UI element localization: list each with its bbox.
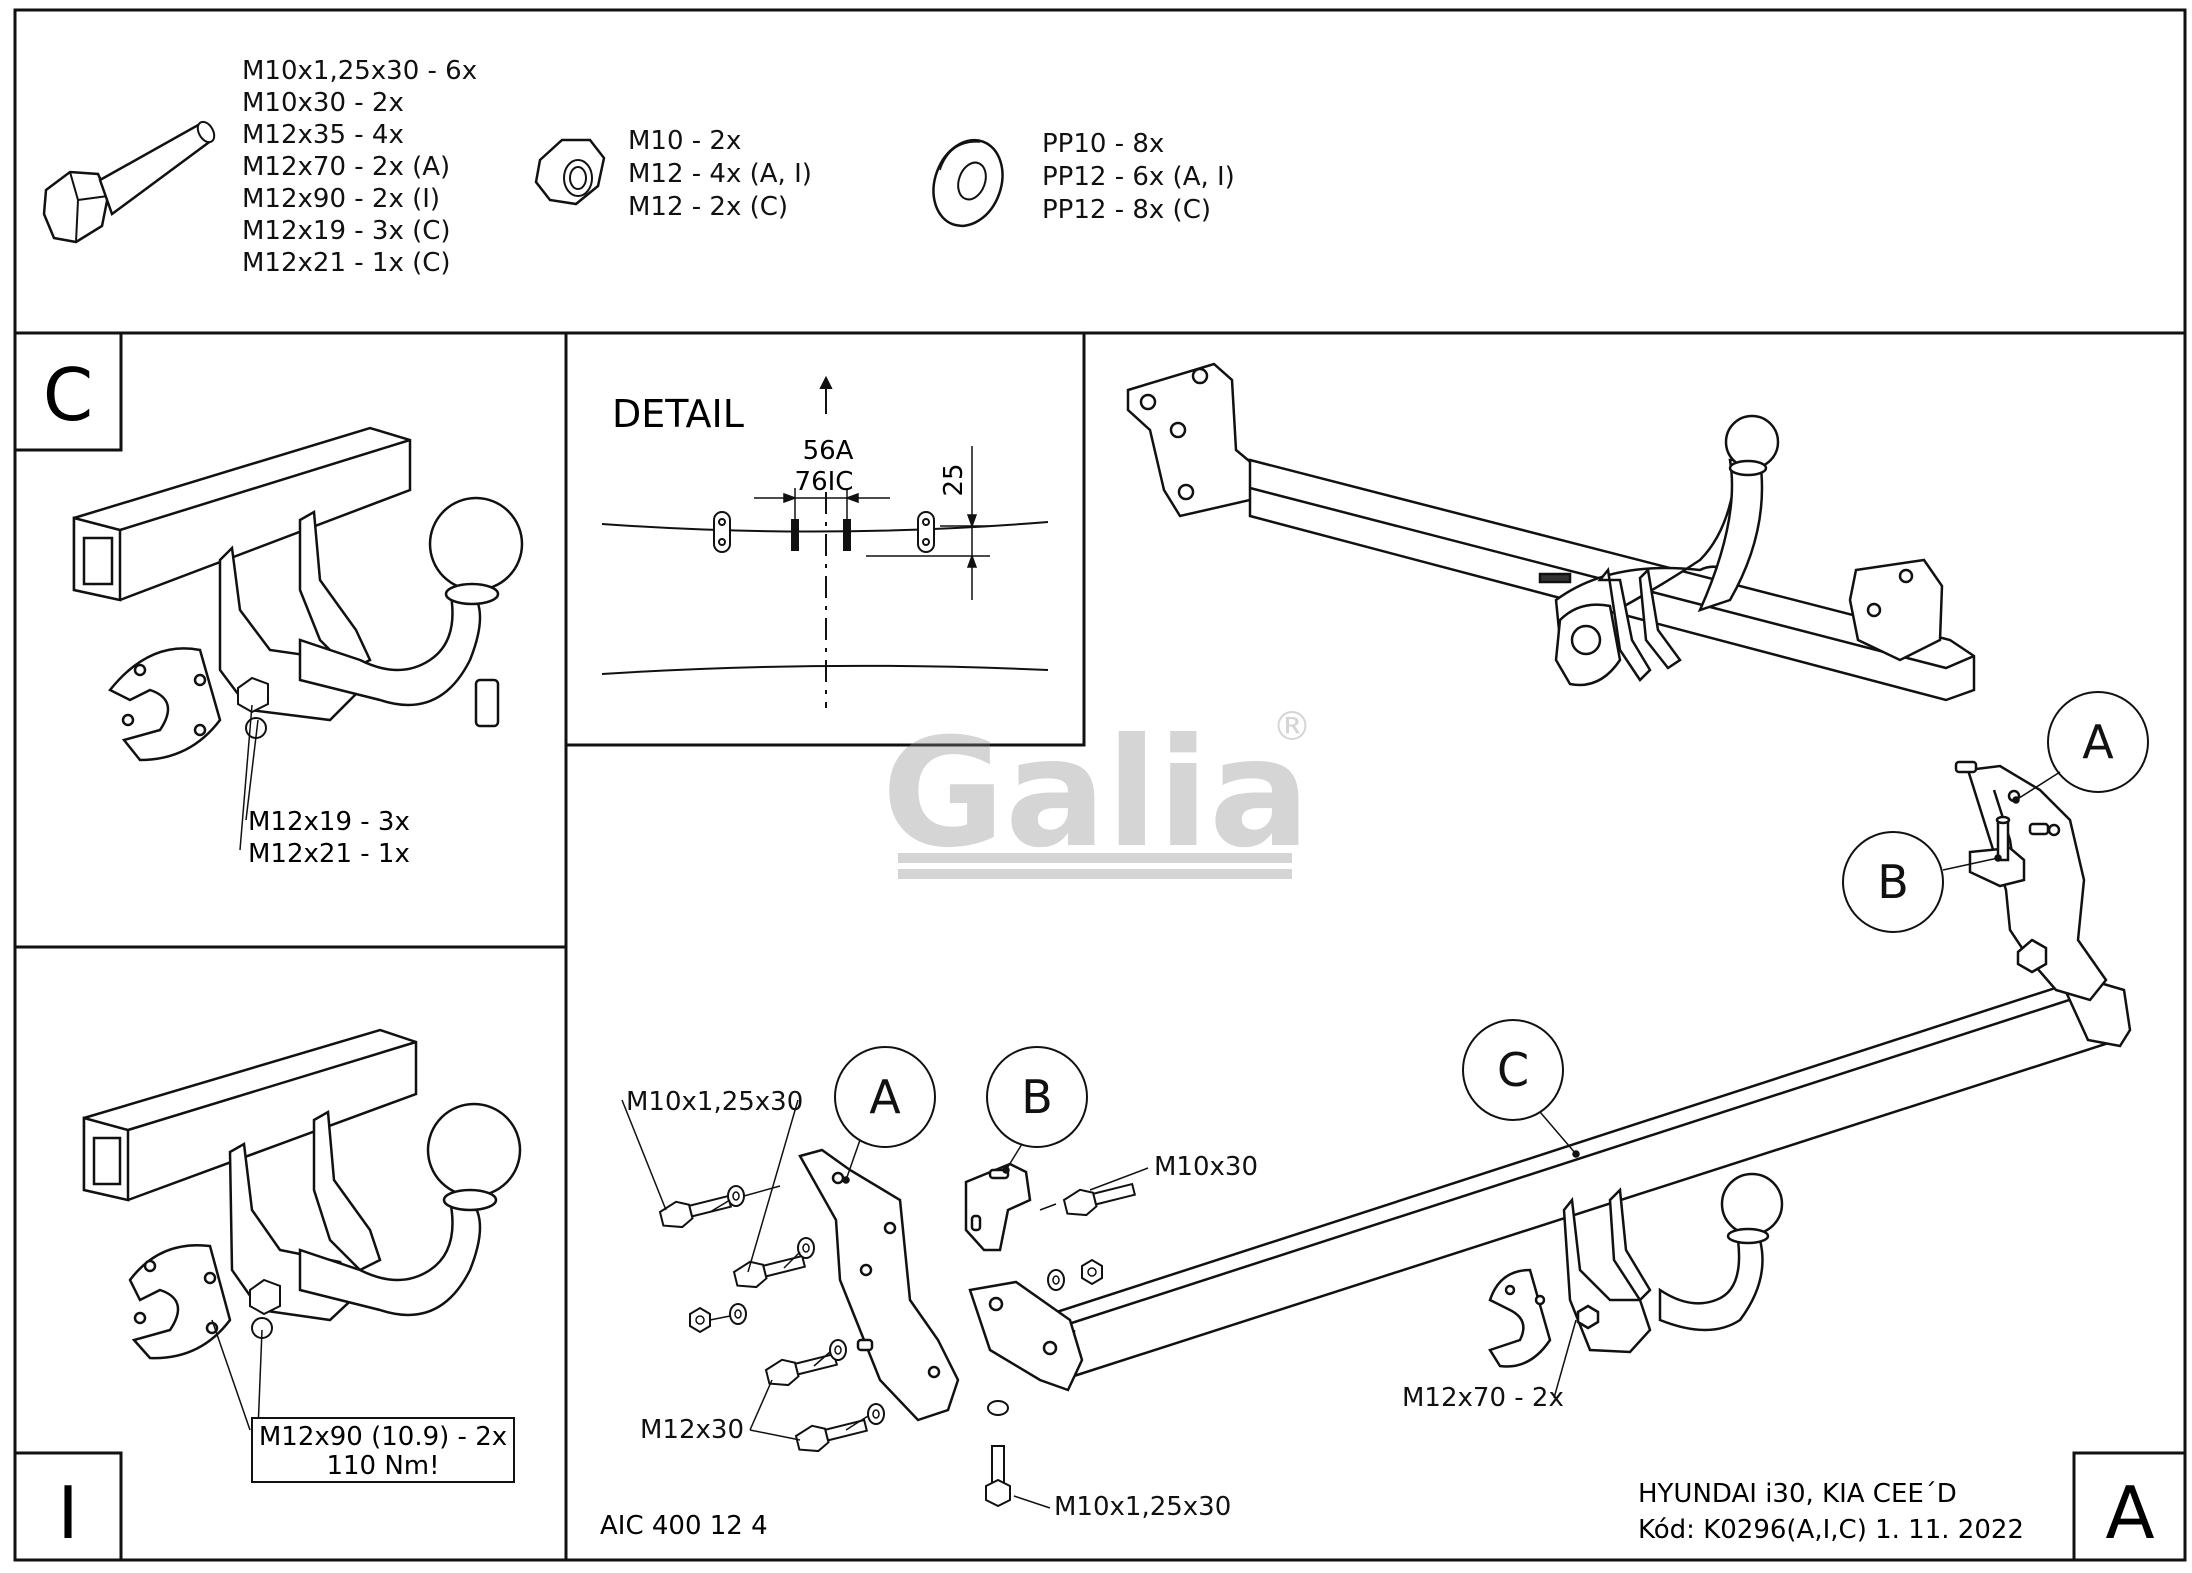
detail-dim-v: 25 bbox=[939, 463, 969, 496]
panel-i-letter-box bbox=[13, 1451, 123, 1562]
panel-i-label: M12x90 (10.9) - 2x bbox=[259, 1422, 507, 1452]
nut-spec: M12 - 4x (A, I) bbox=[628, 159, 812, 189]
panel-i-torque-box bbox=[251, 1417, 515, 1483]
detail-dim-a: 56A bbox=[803, 436, 854, 466]
callout-circle-b-left bbox=[986, 1046, 1088, 1148]
bolt-spec: M10x30 - 2x bbox=[242, 88, 404, 118]
watermark-reg: ® bbox=[1272, 704, 1312, 750]
hardware-bolt-list: M10x1,25x30 - 6x M10x30 - 2x M12x35 - 4x… bbox=[242, 56, 477, 278]
footer-letter: A bbox=[2105, 1471, 2154, 1555]
hardware-bolt-icon bbox=[42, 120, 216, 244]
footer-kod: Kód: K0296(A,I,C) 1. 11. 2022 bbox=[1638, 1515, 2024, 1545]
detail-arrow-up bbox=[819, 375, 833, 414]
washer-spec: PP12 - 8x (C) bbox=[1042, 195, 1211, 225]
panel-i-label: 110 Nm! bbox=[326, 1451, 439, 1481]
callout-a-left: A bbox=[869, 1070, 901, 1124]
bolt-spec: M12x70 - 2x (A) bbox=[242, 152, 450, 182]
washer-spec: PP10 - 8x bbox=[1042, 129, 1164, 159]
detail-holes bbox=[713, 511, 935, 553]
detail-dim-ic: 76IC bbox=[795, 467, 854, 497]
label-m12x70: M12x70 - 2x bbox=[1402, 1383, 1564, 1413]
exploded-left-bracket bbox=[798, 1148, 960, 1422]
bolt-spec: M12x35 - 4x bbox=[242, 120, 404, 150]
detail-dim-vertical bbox=[866, 446, 990, 600]
panel-c-ball-neck bbox=[298, 496, 524, 728]
nut-spec: M12 - 2x (C) bbox=[628, 192, 788, 222]
exploded-end-plate bbox=[968, 1280, 1084, 1392]
nut-spec: M10 - 2x bbox=[628, 126, 741, 156]
washer-spec: PP12 - 6x (A, I) bbox=[1042, 162, 1235, 192]
callout-circle-a-top bbox=[2047, 691, 2149, 793]
panel-c-crossbar bbox=[72, 426, 412, 602]
callout-circle-c-mid bbox=[1462, 1019, 1564, 1121]
footer-letter-box bbox=[2072, 1451, 2187, 1562]
assembled-towbar bbox=[1126, 362, 1976, 702]
panel-c: C M12x19 - 3x M12x2 bbox=[13, 331, 524, 869]
callout-a-top: A bbox=[2082, 715, 2114, 769]
detail-panel: DETAIL 56A 76IC bbox=[601, 375, 1049, 708]
bolt-spec: M10x1,25x30 - 6x bbox=[242, 56, 477, 86]
exploded-right-bracket bbox=[1954, 760, 2108, 1002]
hardware-nut-icon bbox=[534, 138, 606, 206]
bolt-spec: M12x19 - 3x (C) bbox=[242, 216, 451, 246]
bolt-spec: M12x21 - 1x (C) bbox=[242, 248, 451, 278]
panel-i-leaders bbox=[211, 1319, 263, 1431]
watermark-bar bbox=[898, 869, 1292, 879]
callout-leaders bbox=[621, 771, 2061, 1509]
callout-letters: A B A B C bbox=[869, 715, 2114, 1124]
footer-vehicle: HYUNDAI i30, KIA CEE´D bbox=[1638, 1479, 1957, 1509]
panel-c-flange bbox=[108, 647, 222, 762]
panel-i: M12x90 (10.9) - 2x 110 Nm! I bbox=[13, 1028, 522, 1562]
panel-i-ball-neck bbox=[298, 1102, 522, 1317]
exploded-ball-assembly bbox=[1488, 1172, 1784, 1368]
detail-dim-horizontal bbox=[754, 488, 890, 520]
callouts bbox=[834, 691, 2149, 1148]
hardware-nut-list: M10 - 2x M12 - 4x (A, I) M12 - 2x (C) bbox=[628, 126, 812, 222]
panel-i-flange bbox=[128, 1244, 232, 1360]
detail-title: DETAIL bbox=[612, 392, 744, 436]
bolt-spec: M12x90 - 2x (I) bbox=[242, 184, 440, 214]
panel-i-letter: I bbox=[57, 1471, 78, 1555]
exploded-hardware bbox=[657, 1176, 1138, 1508]
panel-c-letter-box bbox=[13, 331, 123, 452]
label-m12x30: M12x30 bbox=[640, 1415, 744, 1445]
label-m10x125-bottom: M10x1,25x30 bbox=[1054, 1492, 1231, 1522]
part-labels: M10x1,25x30 M10x30 M12x30 M10x1,25x30 M1… bbox=[626, 1087, 1564, 1522]
callout-c-mid: C bbox=[1497, 1043, 1529, 1097]
panel-c-leaders bbox=[239, 704, 259, 851]
panel-i-bolts bbox=[249, 1278, 281, 1339]
watermark-bar bbox=[898, 853, 1292, 863]
hardware-washer-list: PP10 - 8x PP12 - 6x (A, I) PP12 - 8x (C) bbox=[1042, 129, 1235, 225]
watermark-logo: Galia bbox=[882, 707, 1310, 881]
frame-lines bbox=[13, 8, 2187, 1562]
galia-watermark: Galia ® bbox=[882, 704, 1312, 881]
callout-circle-a-left bbox=[834, 1046, 936, 1148]
exploded-right-b-bracket bbox=[1968, 815, 2026, 888]
panel-c-label: M12x21 - 1x bbox=[248, 839, 410, 869]
panel-i-crossbar bbox=[82, 1028, 418, 1202]
label-m10x30: M10x30 bbox=[1154, 1152, 1258, 1182]
label-m10x125-top: M10x1,25x30 bbox=[626, 1087, 803, 1117]
panel-c-letter: C bbox=[43, 353, 93, 437]
footer-code: AIC 400 12 4 bbox=[600, 1511, 768, 1541]
callout-b-right: B bbox=[1877, 855, 1909, 909]
panel-c-label: M12x19 - 3x bbox=[248, 807, 410, 837]
callout-b-left: B bbox=[1021, 1070, 1053, 1124]
exploded-left-b-bracket bbox=[964, 1162, 1032, 1252]
callout-circle-b-right bbox=[1842, 831, 1944, 933]
hardware-washer-icon bbox=[932, 138, 1004, 228]
